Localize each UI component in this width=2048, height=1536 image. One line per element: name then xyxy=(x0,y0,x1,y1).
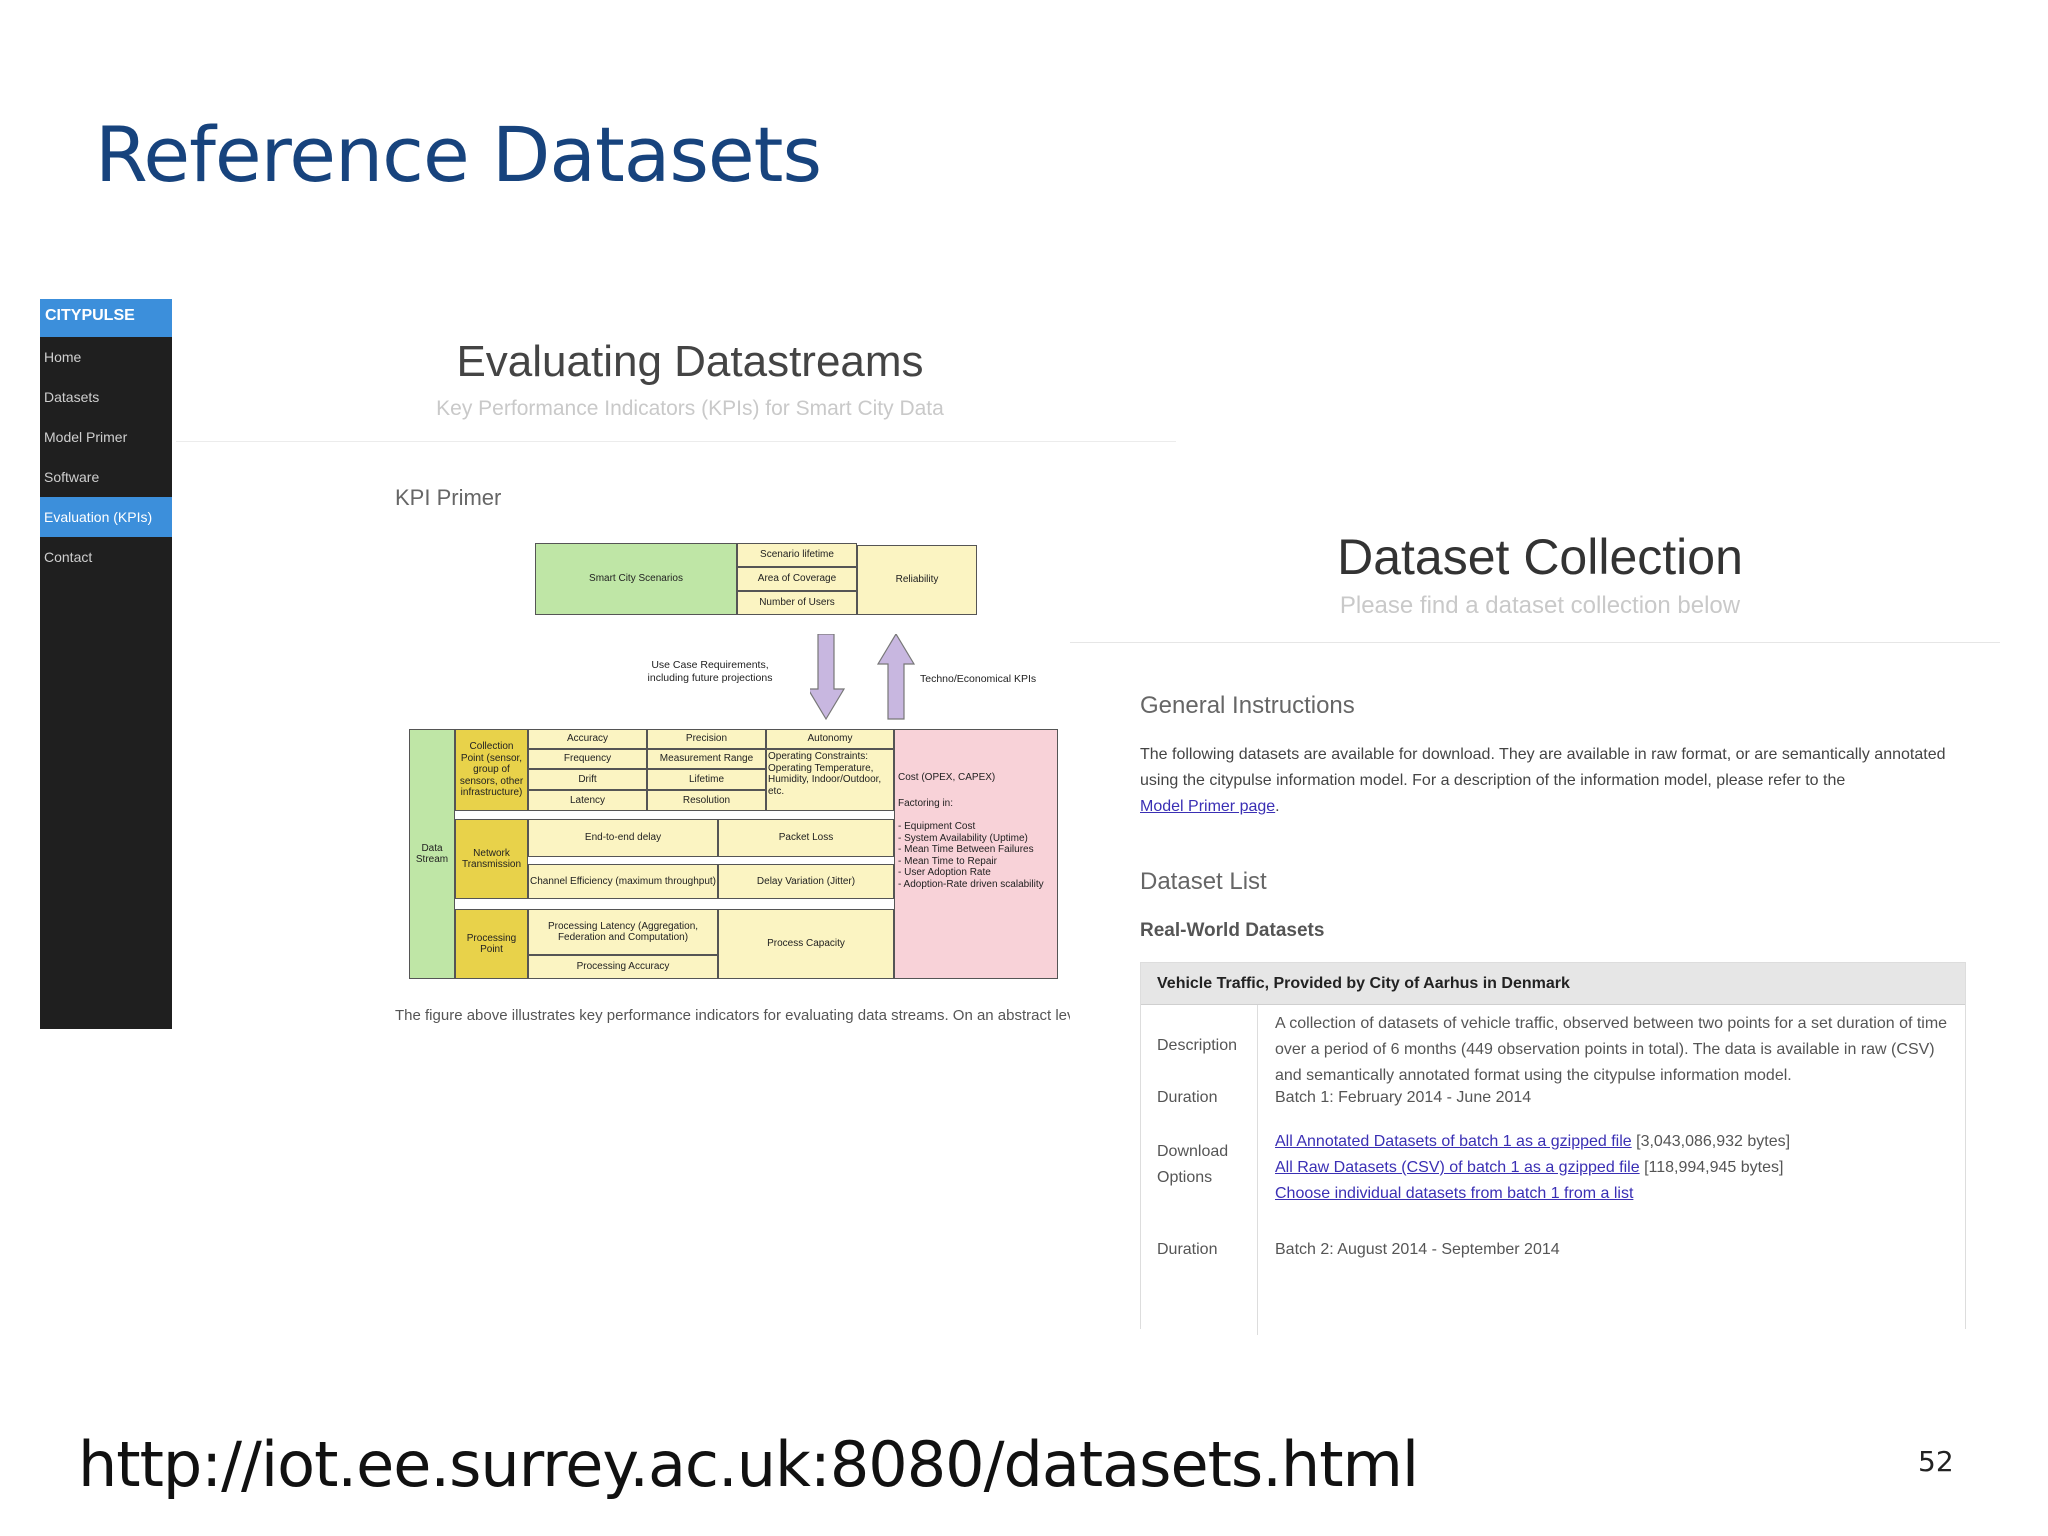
annotated-download-link[interactable]: All Annotated Datasets of batch 1 as a g… xyxy=(1275,1133,1632,1150)
processing-accuracy-box: Processing Accuracy xyxy=(528,955,718,979)
smart-city-scenarios-box: Smart City Scenarios xyxy=(535,543,737,615)
process-capacity-box: Process Capacity xyxy=(718,909,894,979)
network-transmission-box: Network Transmission xyxy=(455,819,528,899)
general-instructions-heading: General Instructions xyxy=(1140,692,1355,719)
sidebar: CITYPULSE Home Datasets Model Primer Sof… xyxy=(40,299,172,1029)
duration-label: Duration xyxy=(1157,1241,1218,1258)
frequency-box: Frequency xyxy=(528,749,647,769)
section-heading: KPI Primer xyxy=(395,485,502,510)
annotated-size: [3,043,086,932 bytes] xyxy=(1636,1133,1791,1150)
arrows-icon xyxy=(810,634,916,721)
data-stream-box: Data Stream xyxy=(409,729,455,979)
delay-variation-box: Delay Variation (Jitter) xyxy=(718,864,894,899)
general-instructions-text: The following datasets are available for… xyxy=(1140,746,1946,815)
panel-title: Vehicle Traffic, Provided by City of Aar… xyxy=(1141,963,1965,1005)
cost-list: - Equipment Cost - System Availability (… xyxy=(898,821,1044,890)
lifetime-box: Lifetime xyxy=(647,769,766,790)
processing-latency-box: Processing Latency (Aggregation, Federat… xyxy=(528,909,718,955)
general-text: The following datasets are available for… xyxy=(1140,746,1946,789)
dataset-panel: Vehicle Traffic, Provided by City of Aar… xyxy=(1140,962,1966,1335)
duration-label: Duration xyxy=(1157,1089,1218,1106)
nav-home[interactable]: Home xyxy=(44,349,82,365)
kpi-caption: The figure above illustrates key perform… xyxy=(395,1007,1091,1024)
page-subtitle: Key Performance Indicators (KPIs) for Sm… xyxy=(436,397,944,420)
divider xyxy=(1257,1005,1258,1335)
description-label: Description xyxy=(1157,1037,1238,1054)
dataset-collection-subtitle: Please find a dataset collection below xyxy=(1339,592,1741,619)
page-title: Evaluating Datastreams xyxy=(456,337,924,386)
cost-label: Cost (OPEX, CAPEX) xyxy=(898,772,996,783)
nav-evaluation-kpis[interactable]: Evaluation (KPIs) xyxy=(40,497,172,537)
techno-label: Techno/Economical KPIs xyxy=(920,673,1037,685)
divider xyxy=(176,441,1176,442)
model-primer-link[interactable]: Model Primer page xyxy=(1140,798,1276,815)
duration-value-batch2: Batch 2: August 2014 - September 2014 xyxy=(1275,1241,1560,1258)
operating-constraints-box: Operating Constraints: Operating Tempera… xyxy=(766,749,894,811)
download-options-label: Download Options xyxy=(1157,1143,1229,1186)
autonomy-box: Autonomy xyxy=(766,729,894,749)
number-users-box: Number of Users xyxy=(737,591,857,615)
e2e-delay-box: End-to-end delay xyxy=(528,819,718,857)
packet-loss-box: Packet Loss xyxy=(718,819,894,857)
latency-box: Latency xyxy=(528,790,647,811)
nav-model-primer[interactable]: Model Primer xyxy=(44,429,128,445)
precision-box: Precision xyxy=(647,729,766,749)
channel-efficiency-box: Channel Efficiency (maximum throughput) xyxy=(528,864,718,899)
drift-box: Drift xyxy=(528,769,647,790)
dataset-collection-screenshot: Dataset Collection Please find a dataset… xyxy=(1070,474,2010,1335)
use-case-label: Use Case Requirements, including future … xyxy=(647,659,773,684)
factoring-label: Factoring in: xyxy=(898,797,954,809)
accuracy-box: Accuracy xyxy=(528,729,647,749)
description-value: A collection of datasets of vehicle traf… xyxy=(1275,1015,1948,1084)
reliability-box: Reliability xyxy=(857,545,977,615)
duration-value: Batch 1: February 2014 - June 2014 xyxy=(1275,1089,1532,1106)
cost-box: Cost (OPEX, CAPEX) Factoring in: - Equip… xyxy=(894,729,1058,979)
divider xyxy=(1070,642,2000,643)
raw-size: [118,994,945 bytes] xyxy=(1644,1159,1784,1176)
processing-point-box: Processing Point xyxy=(455,909,528,979)
nav-software[interactable]: Software xyxy=(44,469,100,485)
raw-download-link[interactable]: All Raw Datasets (CSV) of batch 1 as a g… xyxy=(1275,1159,1640,1176)
collection-point-box: Collection Point (sensor, group of senso… xyxy=(455,729,528,811)
evaluating-datastreams-screenshot: CITYPULSE Home Datasets Model Primer Sof… xyxy=(40,299,1188,1389)
scenario-lifetime-box: Scenario lifetime xyxy=(737,543,857,567)
resolution-box: Resolution xyxy=(647,790,766,811)
slide-url: http://iot.ee.surrey.ac.uk:8080/datasets… xyxy=(78,1428,1419,1501)
nav-contact[interactable]: Contact xyxy=(44,549,93,565)
download-options: All Annotated Datasets of batch 1 as a g… xyxy=(1275,1129,1955,1207)
area-coverage-box: Area of Coverage xyxy=(737,567,857,591)
choose-datasets-link[interactable]: Choose individual datasets from batch 1 … xyxy=(1275,1185,1634,1202)
real-world-heading: Real-World Datasets xyxy=(1140,920,1325,941)
brand-logo[interactable]: CITYPULSE xyxy=(40,299,172,337)
measurement-range-box: Measurement Range xyxy=(647,749,766,769)
slide-title: Reference Datasets xyxy=(95,110,822,199)
nav-datasets[interactable]: Datasets xyxy=(44,389,100,405)
dataset-list-heading: Dataset List xyxy=(1140,868,1267,895)
page-number: 52 xyxy=(1918,1445,1954,1478)
dataset-collection-title: Dataset Collection xyxy=(1337,529,1743,585)
